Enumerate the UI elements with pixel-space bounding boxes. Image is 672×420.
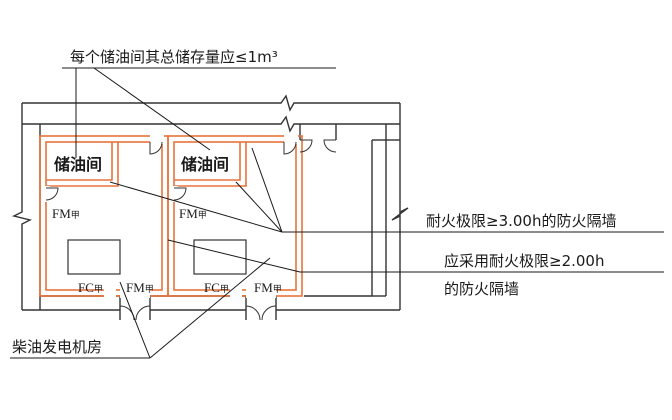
- door-fc-right-code: FC: [204, 280, 220, 295]
- generator-right: [193, 239, 247, 275]
- door-fc-left-code: FC: [78, 280, 94, 295]
- left-oil-room-fire-wall-inner: [46, 142, 113, 181]
- door-fm-right-bottom-code: FM: [254, 280, 273, 295]
- door-fm-left-bottom-label: FM甲: [126, 280, 154, 295]
- gen-room-leader-1: [119, 281, 151, 359]
- wall-3h-leader-2: [235, 181, 283, 233]
- door-fm-left-room-grade: 甲: [71, 210, 80, 220]
- door-gap-fc-left: [104, 286, 116, 298]
- door-swing-br-1: [245, 305, 261, 321]
- door-fc-right-label: FC甲: [204, 280, 229, 295]
- left-wall-outer: [11, 103, 33, 310]
- door-fm-right-bottom-grade: 甲: [273, 284, 282, 294]
- door-swing-oil-right: [173, 187, 187, 201]
- top-note-label: 每个储油间其总储存量应≤1m³: [70, 48, 278, 66]
- generator-left: [67, 239, 121, 275]
- door-gap-fc-right: [230, 286, 242, 298]
- wall-2h-leader-diag: [167, 239, 301, 273]
- door-fc-left-label: FC甲: [78, 280, 103, 295]
- door-fm-left-bottom-grade: 甲: [145, 284, 154, 294]
- door-swing-top-2: [323, 139, 337, 153]
- door-gap-left-bottom: [120, 288, 150, 298]
- door-fm-right-bottom-label: FM甲: [254, 280, 282, 295]
- right-wall-break: [391, 207, 409, 221]
- oil-room-right-label: 储油间: [180, 155, 229, 174]
- door-gap-right-bottom: [246, 288, 276, 298]
- door-swings: [45, 139, 337, 321]
- door-swing-oil-left: [45, 187, 59, 201]
- door-fm-left-bottom-code: FM: [126, 280, 145, 295]
- gen-room-leader-2: [149, 257, 271, 359]
- top-wall-outer: [22, 94, 400, 112]
- door-fc-right-grade: 甲: [220, 284, 229, 294]
- oil-room-left-label: 储油间: [53, 155, 102, 174]
- door-gap-right-oil: [172, 186, 178, 202]
- door-fm-right-room-code: FM: [179, 206, 198, 221]
- door-fc-left-grade: 甲: [94, 284, 103, 294]
- right-oil-room-fire-wall-inner: [174, 142, 241, 181]
- wall-3h-leader-3: [251, 147, 283, 233]
- door-gap-top-right: [284, 134, 298, 144]
- top-leader-right: [93, 67, 211, 151]
- top-wall-inner: [22, 115, 400, 133]
- door-swing-top-right-room: [283, 141, 297, 155]
- wall-3h-leader-1: [109, 181, 283, 233]
- door-swing-bl-2: [135, 305, 151, 321]
- fire-wall-2h-label-line2: 的防火隔墙: [444, 280, 519, 298]
- door-swing-br-2: [261, 305, 277, 321]
- generators: [67, 239, 247, 275]
- door-fm-right-room-label: FM甲: [179, 206, 207, 221]
- right-oil-room-fire-wall: [174, 142, 247, 187]
- fire-wall-2h-label-line1: 应采用耐火极限≥2.00h: [444, 252, 604, 270]
- leader-lines: [10, 67, 664, 359]
- door-swing-top-left-room: [149, 141, 163, 155]
- door-gap-top-left: [150, 134, 164, 144]
- generator-room-label: 柴油发电机房: [12, 338, 102, 356]
- door-swing-top-1: [299, 139, 313, 153]
- door-gap-left-oil: [44, 186, 50, 202]
- door-fm-right-room-grade: 甲: [198, 210, 207, 220]
- door-fm-left-room-code: FM: [52, 206, 71, 221]
- fire-wall-3h-label: 耐火极限≥3.00h的防火隔墙: [426, 212, 616, 230]
- door-fm-left-room-label: FM甲: [52, 206, 80, 221]
- left-oil-room-fire-wall: [46, 142, 119, 187]
